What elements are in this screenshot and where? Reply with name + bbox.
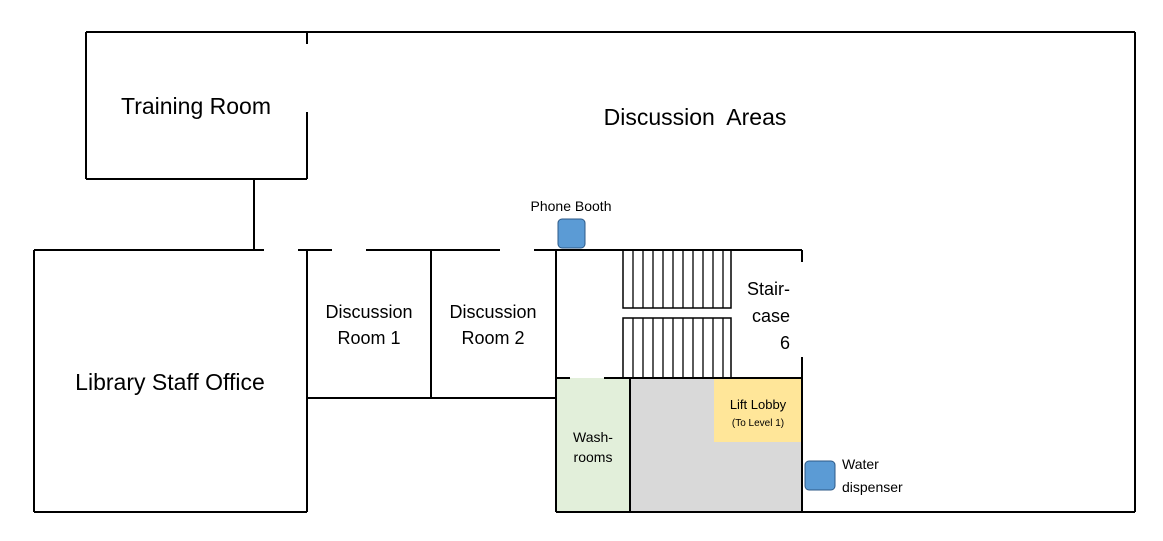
lift-lobby-area — [714, 378, 802, 442]
discussion-room-1-label-line2: Room 1 — [337, 328, 400, 348]
water-dispenser-label-line2: dispenser — [842, 479, 903, 495]
lift-lobby-label: Lift Lobby — [730, 397, 787, 412]
discussion-room-2-label-line1: Discussion — [449, 302, 536, 322]
discussion-areas-label: Discussion Areas — [604, 104, 787, 130]
staircase-label-line2: case — [752, 306, 790, 326]
training-room-label: Training Room — [121, 93, 271, 119]
staircase-label-line3: 6 — [780, 333, 790, 353]
phone-booth-icon — [557, 218, 586, 249]
water-dispenser-icon — [804, 460, 836, 491]
discussion-room-1-label-line1: Discussion — [325, 302, 412, 322]
staircase-label-line1: Stair- — [747, 279, 790, 299]
water-dispenser-label-line1: Water — [842, 456, 879, 472]
lift-lobby-note: (To Level 1) — [732, 418, 784, 429]
washrooms-label-line2: rooms — [574, 449, 613, 465]
washrooms-label-line1: Wash- — [573, 429, 613, 445]
discussion-room-2-label-line2: Room 2 — [461, 328, 524, 348]
staircase-steps — [622, 249, 732, 379]
library-staff-office-label: Library Staff Office — [75, 369, 265, 395]
phone-booth-label: Phone Booth — [531, 198, 612, 214]
washrooms-area — [556, 378, 630, 512]
